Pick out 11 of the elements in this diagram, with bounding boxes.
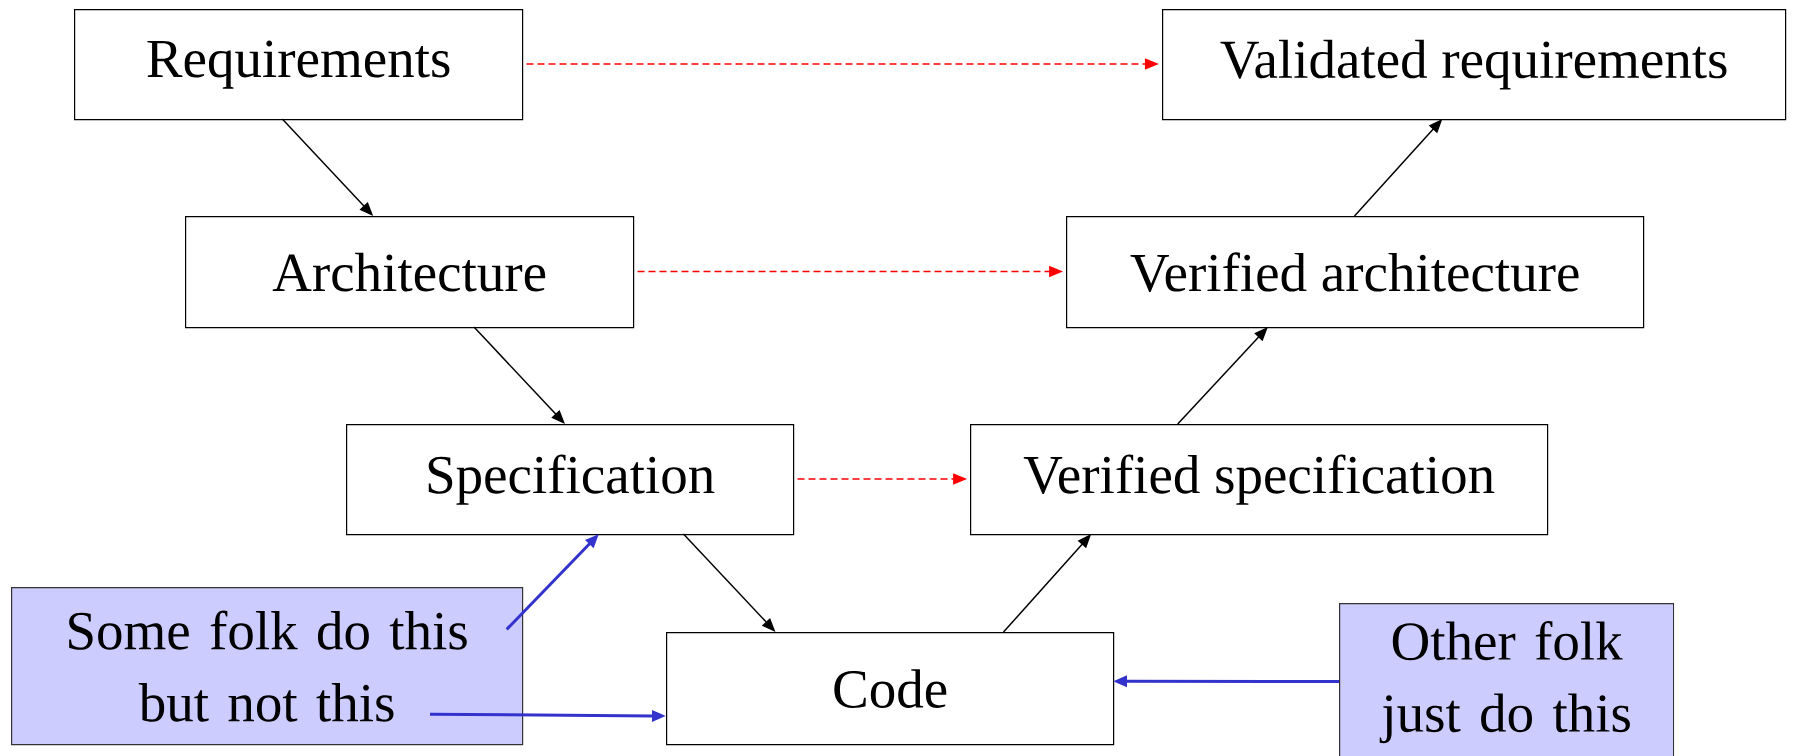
process-box: Requirements xyxy=(74,9,524,121)
arrow xyxy=(473,326,565,424)
process-box: Code xyxy=(666,632,1115,746)
process-box: Verified specification xyxy=(970,424,1549,536)
process-box: Verified architecture xyxy=(1066,216,1645,329)
process-box: Specification xyxy=(346,424,795,536)
process-box: Architecture xyxy=(185,216,635,329)
note-box: Some folk do this but not this xyxy=(11,587,524,746)
arrow xyxy=(1176,327,1268,425)
process-box: Validated requirements xyxy=(1162,9,1787,121)
note-box: Other folk just do this xyxy=(1339,603,1675,756)
